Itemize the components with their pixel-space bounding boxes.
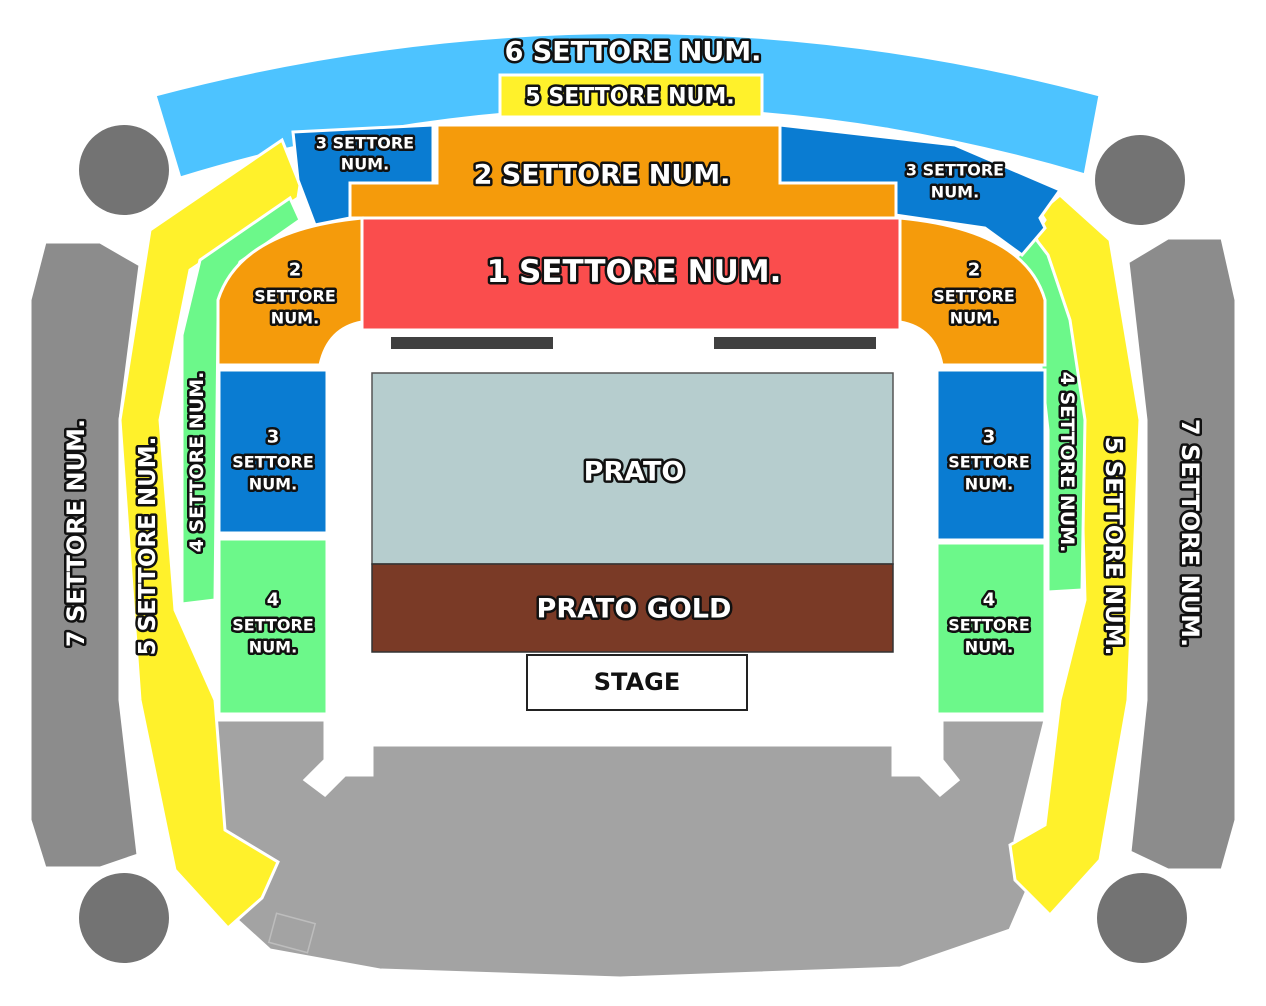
sector-4-left-side[interactable] (180, 195, 302, 606)
prato-gold-label: PRATO GOLD (537, 594, 732, 625)
sector-7-right[interactable] (1126, 236, 1238, 872)
sector-2-left[interactable] (216, 216, 364, 367)
sector-2-left-label-3: NUM. (271, 309, 319, 328)
sector-3-right-label-2: SETTORE (948, 453, 1030, 472)
sector-2-right-label-1: 2 (968, 260, 981, 281)
sector-3-top-right-label-1: 3 SETTORE (906, 161, 1004, 180)
sector-2-right-label-3: NUM. (950, 309, 998, 328)
sector-5-top-label: 5 SETTORE NUM. (525, 85, 734, 110)
tower-top-right (1095, 135, 1185, 225)
stage-label: STAGE (594, 668, 680, 696)
sector-4-left-side-label: 4 SETTORE NUM. (186, 372, 208, 553)
sector-4-right-label-1: 4 (983, 590, 996, 611)
sector-4-left-label-2: SETTORE (232, 616, 314, 635)
sector-1-top-label: 1 SETTORE NUM. (487, 254, 782, 290)
prato-label: PRATO (584, 457, 685, 488)
sector-2-right[interactable] (898, 216, 1047, 367)
sector-3-left-label-2: SETTORE (232, 453, 314, 472)
sector-2-left-label-2: SETTORE (254, 287, 336, 306)
sector-4-right-side-label: 4 SETTORE NUM. (1056, 372, 1078, 553)
sector-3-left[interactable] (217, 368, 329, 535)
sector-3-top-right-label-2: NUM. (931, 183, 979, 202)
sector-4-left[interactable] (217, 537, 329, 716)
sector-6-top-label: 6 SETTORE NUM. (505, 37, 762, 68)
tower-bottom-left (79, 873, 169, 963)
sector-3-top-left-label-1: 3 SETTORE (316, 134, 414, 153)
bottom-marker (267, 912, 317, 954)
sector-2-right-label-2: SETTORE (933, 287, 1015, 306)
sector-3-right-label-3: NUM. (965, 475, 1013, 494)
sector-5-left-side-label: 5 SETTORE NUM. (135, 437, 161, 656)
stage (526, 654, 748, 711)
prato-area[interactable] (371, 372, 894, 565)
platform-left (391, 337, 553, 349)
sector-4-right[interactable] (935, 541, 1047, 716)
platform-right (714, 337, 876, 349)
sector-2-top-label: 2 SETTORE NUM. (474, 160, 731, 191)
sector-4-right-label-2: SETTORE (948, 616, 1030, 635)
sector-7-right-label: 7 SETTORE NUM. (1176, 419, 1204, 647)
sector-4-right-label-3: NUM. (965, 638, 1013, 657)
sector-7-left-label: 7 SETTORE NUM. (62, 419, 90, 647)
sector-7-left[interactable] (28, 240, 142, 870)
sector-3-right[interactable] (935, 368, 1047, 542)
sector-4-left-label-1: 4 (267, 590, 280, 611)
sector-3-right-label-1: 3 (983, 427, 996, 448)
sector-3-left-label-3: NUM. (249, 475, 297, 494)
sector-3-left-label-1: 3 (267, 427, 280, 448)
prato-gold-area[interactable] (371, 563, 894, 653)
tower-top-left (79, 125, 169, 215)
sector-5-right-side-label: 5 SETTORE NUM. (1100, 437, 1126, 656)
sector-3-top-left-label-2: NUM. (341, 155, 389, 174)
bottom-stand[interactable] (213, 718, 1047, 980)
sector-4-left-label-3: NUM. (249, 638, 297, 657)
sector-2-left-label-1: 2 (289, 260, 302, 281)
sector-5-top[interactable] (498, 73, 764, 119)
tower-bottom-right (1097, 873, 1187, 963)
